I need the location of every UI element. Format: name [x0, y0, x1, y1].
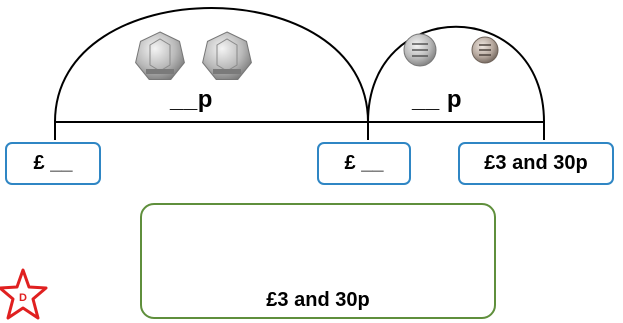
right-part-label: __ p — [412, 86, 463, 113]
total-coins-group: £3 and 30p — [140, 203, 496, 319]
middle-amount-box[interactable]: £ __ — [317, 142, 411, 185]
left-amount-box[interactable]: £ __ — [5, 142, 101, 185]
fifty-pence-coin-icon — [135, 31, 185, 80]
difficulty-letter: D — [19, 292, 27, 304]
right-part-arc — [367, 25, 545, 123]
whole-amount-box: £3 and 30p — [458, 142, 614, 185]
left-part-arc — [54, 7, 369, 123]
ten-pence-coin-icon — [403, 33, 437, 67]
fifty-pence-coin-icon — [202, 31, 252, 80]
five-pence-coin-icon — [471, 36, 499, 64]
difficulty-star-icon: D — [0, 268, 48, 320]
left-part-label: __p — [170, 86, 213, 113]
total-label: £3 and 30p — [266, 289, 370, 311]
